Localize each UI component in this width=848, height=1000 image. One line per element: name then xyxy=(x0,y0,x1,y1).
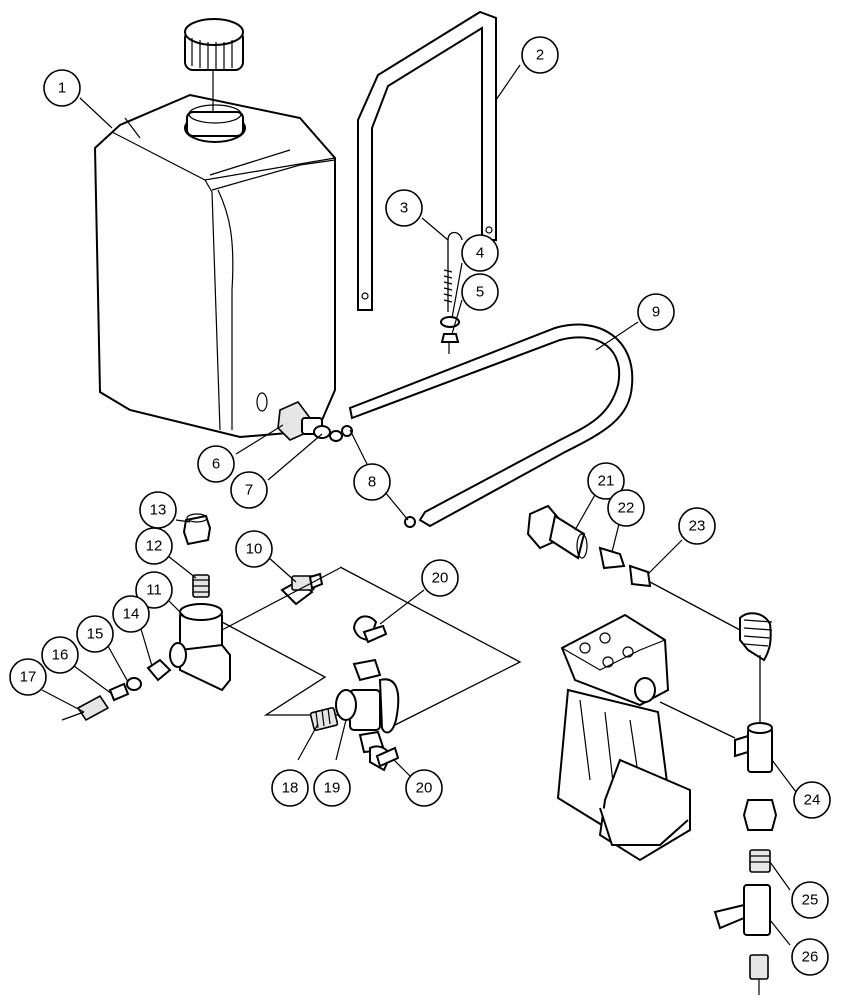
callout-8-upper: 8 xyxy=(353,463,391,501)
barb-fitting xyxy=(280,572,324,606)
pipe-nipple xyxy=(309,706,339,732)
callout-9: 9 xyxy=(637,293,675,331)
outlet-tee xyxy=(747,727,773,773)
svg-text:2: 2 xyxy=(536,47,544,64)
callout-18: 18 xyxy=(271,769,309,807)
callout-1: 1 xyxy=(43,69,81,107)
plug-fitting xyxy=(182,513,212,598)
svg-text:5: 5 xyxy=(476,284,484,301)
callout-26: 26 xyxy=(791,938,829,976)
svg-text:6: 6 xyxy=(212,456,220,473)
svg-text:16: 16 xyxy=(52,647,69,664)
callout-12: 12 xyxy=(135,527,173,565)
svg-text:11: 11 xyxy=(146,582,162,599)
callout-4: 4 xyxy=(461,234,499,272)
pump-inlet-fittings xyxy=(526,504,741,631)
svg-text:19: 19 xyxy=(324,780,341,797)
svg-text:8: 8 xyxy=(368,474,376,491)
hex-nut xyxy=(440,333,460,343)
callout-5: 5 xyxy=(461,273,499,311)
tank-bracket xyxy=(357,10,497,311)
shutoff-valve xyxy=(335,658,400,754)
callout-11: 11 xyxy=(135,571,173,609)
street-elbow xyxy=(352,615,400,772)
callout-22: 22 xyxy=(607,489,645,527)
pump-outlet-chain xyxy=(713,612,778,995)
outlet-nut xyxy=(742,799,778,831)
callout-14: 14 xyxy=(112,595,150,633)
callout-7: 7 xyxy=(230,471,268,509)
callout-3: 3 xyxy=(385,189,423,227)
svg-text:23: 23 xyxy=(689,518,706,535)
hose-clamp-upper xyxy=(341,425,353,437)
svg-text:10: 10 xyxy=(246,541,263,558)
supply-hose xyxy=(348,323,634,528)
callout-24: 24 xyxy=(793,781,831,819)
tank-cap xyxy=(184,18,244,112)
svg-text:20: 20 xyxy=(432,570,449,587)
callout-13: 13 xyxy=(139,491,177,529)
hose-clamp xyxy=(313,425,331,439)
svg-text:25: 25 xyxy=(802,892,819,909)
tank xyxy=(93,93,336,439)
callout-15: 15 xyxy=(76,615,114,653)
callout-10: 10 xyxy=(235,530,273,568)
svg-text:7: 7 xyxy=(245,482,253,499)
svg-text:20: 20 xyxy=(416,780,433,797)
tank-outlet-fitting xyxy=(277,401,353,442)
svg-text:14: 14 xyxy=(123,606,140,623)
callout-20-upper: 20 xyxy=(421,559,459,597)
callout-2: 2 xyxy=(521,36,559,74)
callout-25: 25 xyxy=(791,881,829,919)
svg-text:3: 3 xyxy=(400,200,408,217)
bracket-adapter xyxy=(743,884,771,936)
svg-text:9: 9 xyxy=(652,304,660,321)
svg-text:21: 21 xyxy=(598,473,615,490)
routing-lines xyxy=(221,566,522,726)
j-bolt xyxy=(440,231,463,354)
callout-20-lower: 20 xyxy=(405,769,443,807)
svg-text:17: 17 xyxy=(20,669,37,686)
svg-text:12: 12 xyxy=(146,538,163,555)
svg-text:13: 13 xyxy=(150,502,167,519)
leader-lines xyxy=(41,64,797,946)
svg-text:4: 4 xyxy=(476,245,484,262)
callout-17: 17 xyxy=(9,658,47,696)
callout-23: 23 xyxy=(678,507,716,545)
callout-21: 21 xyxy=(587,462,625,500)
fitting-chain-left xyxy=(61,658,172,722)
svg-text:24: 24 xyxy=(804,792,821,809)
valve-tee xyxy=(169,567,341,692)
outlet-nipple xyxy=(749,849,771,873)
svg-text:18: 18 xyxy=(282,780,299,797)
svg-text:26: 26 xyxy=(802,949,819,966)
svg-text:22: 22 xyxy=(618,500,635,517)
callout-6: 6 xyxy=(197,445,235,483)
svg-text:15: 15 xyxy=(87,626,104,643)
callout-19: 19 xyxy=(313,769,351,807)
svg-text:1: 1 xyxy=(58,80,66,97)
pump-assembly xyxy=(556,613,736,862)
callout-16: 16 xyxy=(41,636,79,674)
